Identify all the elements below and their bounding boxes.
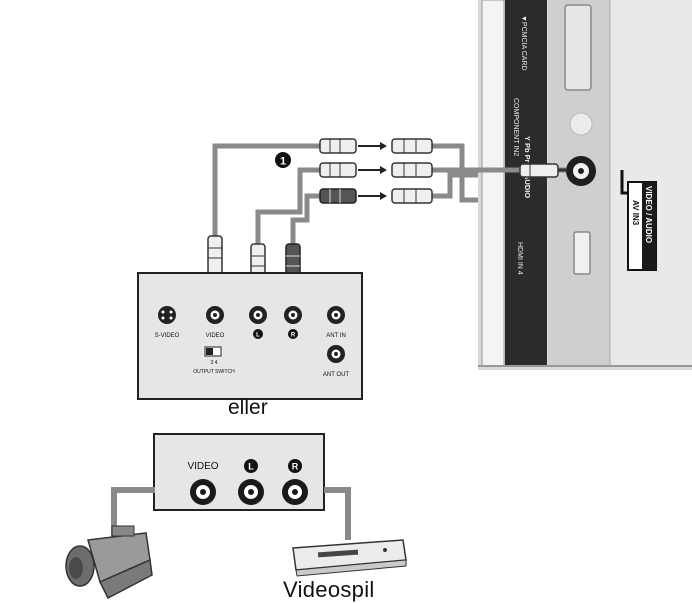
bottom-right-jack <box>282 479 308 505</box>
right-label: R <box>291 333 296 339</box>
bottom-left-label: L <box>248 462 254 472</box>
source-device-panel: S-VIDEO VIDEO L R ANT IN ANT OUT 3 4 OUT… <box>137 272 363 400</box>
component-label: COMPONENT IN2 <box>512 98 519 156</box>
alternative-av-panel: VIDEO L R <box>153 433 325 511</box>
output-switch-label: OUTPUT SWITCH <box>193 369 235 375</box>
callout-number: 1 <box>280 156 286 168</box>
vcr-caption: Videospil <box>283 577 375 602</box>
switch-values: 3 4 <box>211 360 218 366</box>
pcmcia-slot <box>564 4 592 91</box>
tv-side-plug <box>519 163 566 178</box>
video-label: VIDEO <box>206 333 225 339</box>
tv-back-panel: ▼PCMCIA CARD COMPONENT IN2 Y Pb Pr AUDIO… <box>478 0 692 370</box>
rca-plug-row-video <box>319 138 433 154</box>
camcorder-icon <box>65 525 153 600</box>
callout-marker: 1 <box>275 152 291 168</box>
pcmcia-label: ▼PCMCIA CARD <box>520 15 527 71</box>
tv-dark-strip <box>505 0 547 366</box>
bottom-video-label: VIDEO <box>187 461 218 472</box>
ant-in-label: ANT IN <box>326 333 346 339</box>
av-in3-label-box: AV IN3 VIDEO / AUDIO <box>620 170 657 271</box>
or-caption: eller <box>228 396 268 419</box>
svideo-label: S-VIDEO <box>155 333 180 339</box>
hdmi-port <box>573 231 591 275</box>
left-label: L <box>256 333 260 339</box>
bottom-right-label: R <box>292 462 299 472</box>
svideo-jack <box>158 306 176 324</box>
component-channels-label: Y Pb Pr <box>523 136 532 163</box>
rca-plug-row-right <box>319 188 433 204</box>
video-audio-label: VIDEO / AUDIO <box>644 186 653 243</box>
rca-plug-row-left <box>319 162 433 178</box>
bottom-video-jack <box>190 479 216 505</box>
vcr-icon <box>292 539 407 577</box>
hdmi-label: HDMI IN 4 <box>516 242 523 275</box>
av-in3-label: AV IN3 <box>631 200 640 226</box>
component-audio-label: AUDIO <box>523 174 532 198</box>
ant-out-label: ANT OUT <box>323 372 350 378</box>
bottom-left-jack <box>238 479 264 505</box>
device-connection-cables <box>111 487 351 540</box>
